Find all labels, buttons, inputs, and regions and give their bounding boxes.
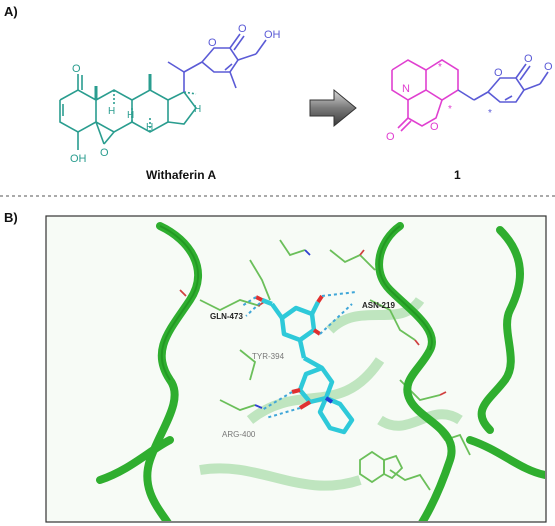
piperidine-carbamate (391, 59, 459, 132)
h-label-b-ring: H (108, 106, 115, 117)
residue-label-arg: ARG-400 (222, 430, 256, 439)
ligand-oxygens (255, 294, 324, 410)
stereo-mark-3: * (488, 108, 492, 119)
ligand-nitrogen (324, 396, 334, 404)
carbonyl-o-label: O (72, 63, 81, 75)
compound1-lactone-carbonyl-o-label: O (524, 53, 533, 65)
carbamate-carbonyl-o-label: O (386, 131, 395, 143)
residue-sticks (199, 239, 471, 491)
h-label-d-ring: H (194, 104, 201, 115)
panel-b-label: B) (4, 210, 18, 225)
hydrogen-bonds (241, 291, 357, 419)
compound-1-caption: 1 (454, 168, 461, 182)
panel-a-label: A) (4, 4, 18, 19)
lactone-carbonyl-o-label: O (238, 23, 247, 35)
withaferin-structure (59, 33, 267, 150)
withaferin-oh-label: OH (70, 153, 87, 165)
h-label-c-ring: H (146, 122, 153, 133)
withaferin-ch2oh-label: OH (264, 29, 281, 41)
epoxide-o-label: O (100, 147, 109, 159)
residue-label-asn: ASN-219 (362, 301, 395, 310)
h-label-bc-ring: H (127, 110, 134, 121)
transform-arrow (309, 88, 357, 128)
compound1-lactone-ring-o-label: O (494, 67, 503, 79)
compound-1-structure (391, 59, 549, 132)
lactone-side-chain (167, 33, 267, 92)
withaferin-a-caption: Withaferin A (146, 168, 217, 182)
stereo-mark-2: * (448, 104, 452, 115)
stereo-mark-1: * (438, 62, 442, 73)
nitrogen-sticks (254, 249, 311, 409)
steroid-core (59, 74, 197, 150)
docking-frame (45, 215, 547, 523)
compound-1-lactone (457, 63, 549, 103)
carbamate-ring-o-label: O (430, 121, 439, 133)
residue-label-tyr: TYR-394 (252, 352, 285, 361)
compound1-oh-cut-label: O (544, 61, 553, 73)
residue-label-gln: GLN-473 (210, 312, 243, 321)
lactone-ring-o-label: O (208, 37, 217, 49)
protein-helix-shading (159, 225, 433, 381)
nitrogen-label: N (402, 83, 410, 95)
aromatic-ring-residue (359, 450, 404, 484)
docking-render (45, 215, 547, 523)
